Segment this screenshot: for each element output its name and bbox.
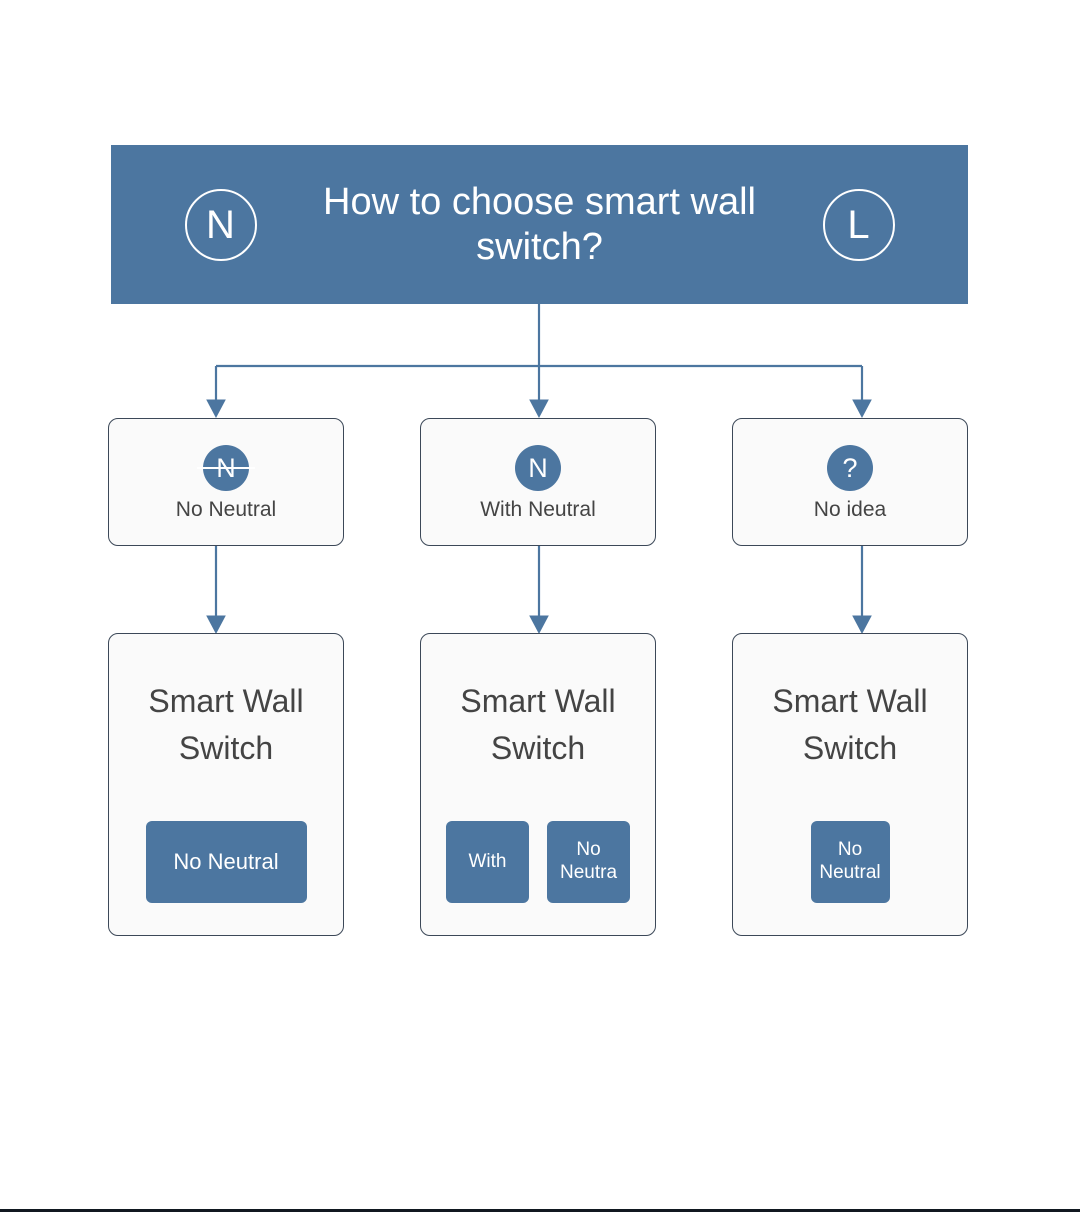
badge-row: No Neutral [109, 821, 343, 903]
page-title: How to choose smart wall switch? [323, 180, 756, 268]
badge-row: No Neutral [733, 821, 967, 903]
neutral-wire-icon: N [184, 188, 257, 261]
live-wire-icon-letter: L [847, 202, 870, 247]
badge-no-neutral[interactable]: No Neutral [810, 821, 890, 903]
option-label: With Neutral [480, 497, 596, 521]
option-box-no-neutral[interactable]: N No Neutral [108, 418, 344, 546]
question-mark-icon: ? [827, 444, 873, 491]
option-box-with-neutral[interactable]: N With Neutral [420, 418, 656, 546]
result-box-3[interactable]: Smart Wall Switch No Neutral [732, 633, 968, 936]
header-bar: N How to choose smart wall switch? L [111, 145, 968, 304]
bottom-rule [0, 1209, 1080, 1212]
badge-row: With No Neutra [421, 821, 655, 903]
badge-no-neutra[interactable]: No Neutra [547, 821, 630, 903]
neutral-wire-icon-letter: N [206, 202, 235, 247]
result-box-1[interactable]: Smart Wall Switch No Neutral [108, 633, 344, 936]
badge-with[interactable]: With [446, 821, 529, 903]
result-title: Smart Wall Switch [460, 683, 616, 766]
live-wire-icon: L [822, 188, 895, 261]
no-neutral-icon: N [197, 444, 255, 491]
option-label: No Neutral [175, 497, 277, 521]
with-neutral-icon: N [515, 444, 561, 491]
result-title: Smart Wall Switch [772, 683, 928, 766]
question-mark-icon-glyph: ? [827, 444, 873, 491]
with-neutral-icon-letter: N [515, 444, 561, 491]
strike-through-line [197, 466, 255, 469]
result-title: Smart Wall Switch [148, 683, 304, 766]
option-box-no-idea[interactable]: ? No idea [732, 418, 968, 546]
result-box-2[interactable]: Smart Wall Switch With No Neutra [420, 633, 656, 936]
badge-no-neutral[interactable]: No Neutral [145, 821, 307, 903]
option-label: No idea [813, 497, 887, 521]
